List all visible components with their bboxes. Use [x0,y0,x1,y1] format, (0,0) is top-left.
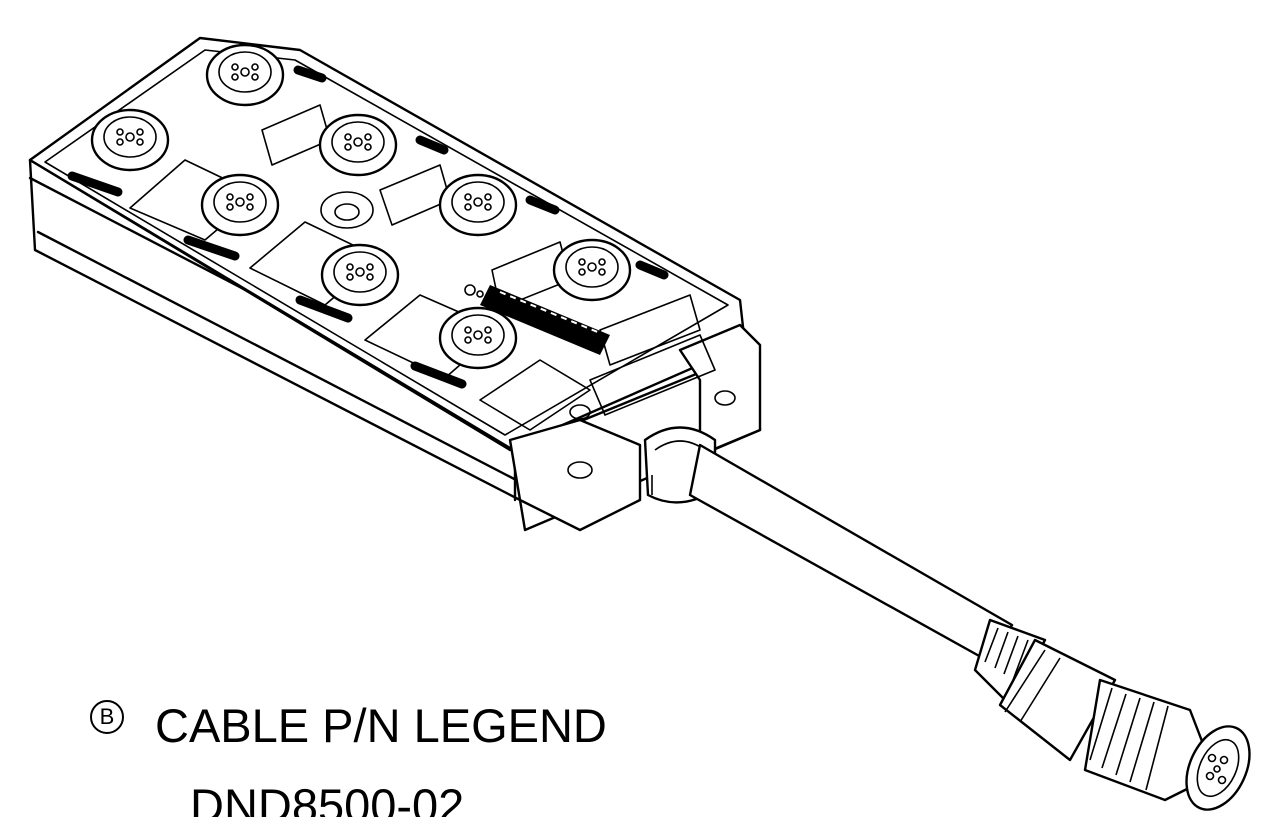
housing-top [28,36,747,450]
port-5 [438,173,518,237]
port-6 [320,243,400,307]
led-indicator-strip [464,284,610,355]
m12-male-connector [973,618,1251,811]
cable [688,443,1014,664]
center-mounting-hole [320,191,374,229]
port-7 [552,238,632,302]
port-4 [200,173,280,237]
cable-part-number: DND8500-02 [190,779,465,817]
port-8 [438,306,518,370]
m12-ports [90,43,632,370]
legend-title: CABLE P/N LEGEND [155,699,607,752]
end-mounting-lugs [508,323,762,532]
port-3 [318,113,398,177]
callout-b-badge: B [90,700,124,734]
port-2 [90,108,170,172]
port-1 [205,43,285,107]
marking-slots [67,65,669,389]
